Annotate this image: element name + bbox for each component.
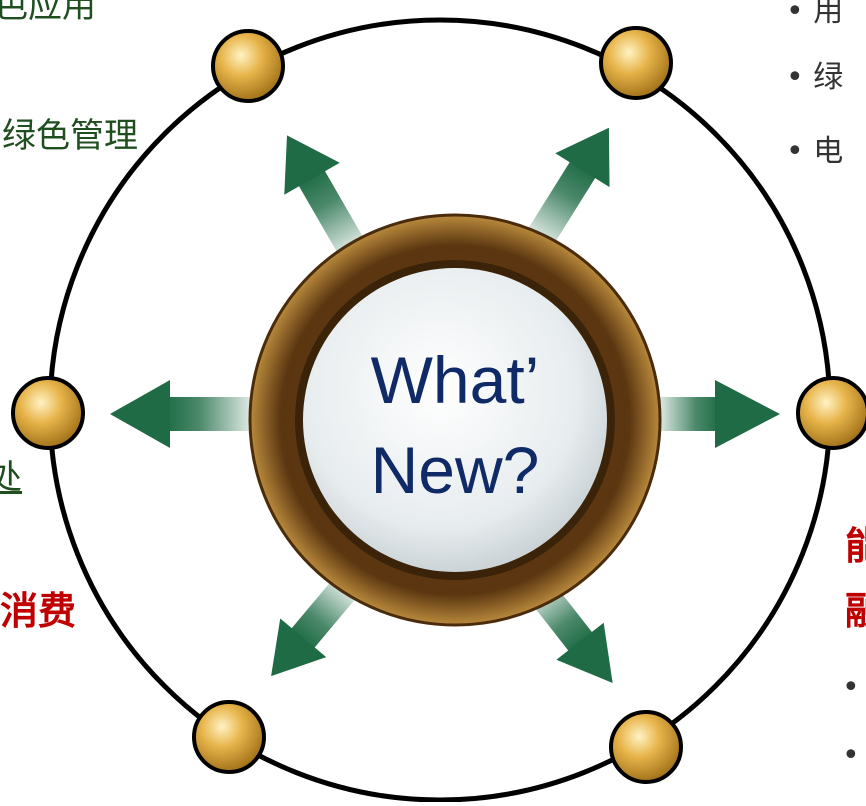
center-hub: What’ New? (248, 213, 662, 627)
hub-face (303, 268, 607, 572)
node-right (796, 376, 866, 450)
center-text-line2: New? (371, 433, 540, 507)
left-text-top-fragment: 绿色应用 (0, 0, 96, 26)
right-bullet-2-text: 绿 (813, 60, 844, 95)
arrow-up-left (284, 135, 365, 256)
node-top-left (211, 29, 285, 103)
nodes (11, 26, 866, 784)
left-text-emphasis: 消费 (0, 589, 77, 633)
right-bullet-2: • 绿 (786, 60, 844, 95)
right-bullet-4: • (842, 670, 860, 705)
right-bullet-1: • 用 (786, 0, 843, 30)
arrow-up-right (527, 127, 610, 246)
arrow-down-left (271, 578, 357, 677)
right-bullet-5: • (842, 738, 860, 773)
node-bottom-left (192, 700, 266, 774)
right-bullet-1-text: 用 (813, 0, 844, 29)
center-text-line1: What’ (371, 343, 540, 417)
node-top-right (599, 26, 673, 100)
arrow-right (660, 380, 780, 448)
arrows (110, 127, 780, 683)
right-emphasis-2: 融 (845, 589, 866, 633)
right-bullet-3-text: 电 (813, 134, 844, 169)
arrow-left (110, 380, 250, 448)
left-text-link-fragment[interactable]: 处 (0, 458, 22, 498)
right-bullet-3: • 电 (786, 134, 844, 169)
node-bottom-right (609, 710, 683, 784)
right-emphasis-1: 能 (845, 524, 866, 568)
node-left (11, 376, 85, 450)
